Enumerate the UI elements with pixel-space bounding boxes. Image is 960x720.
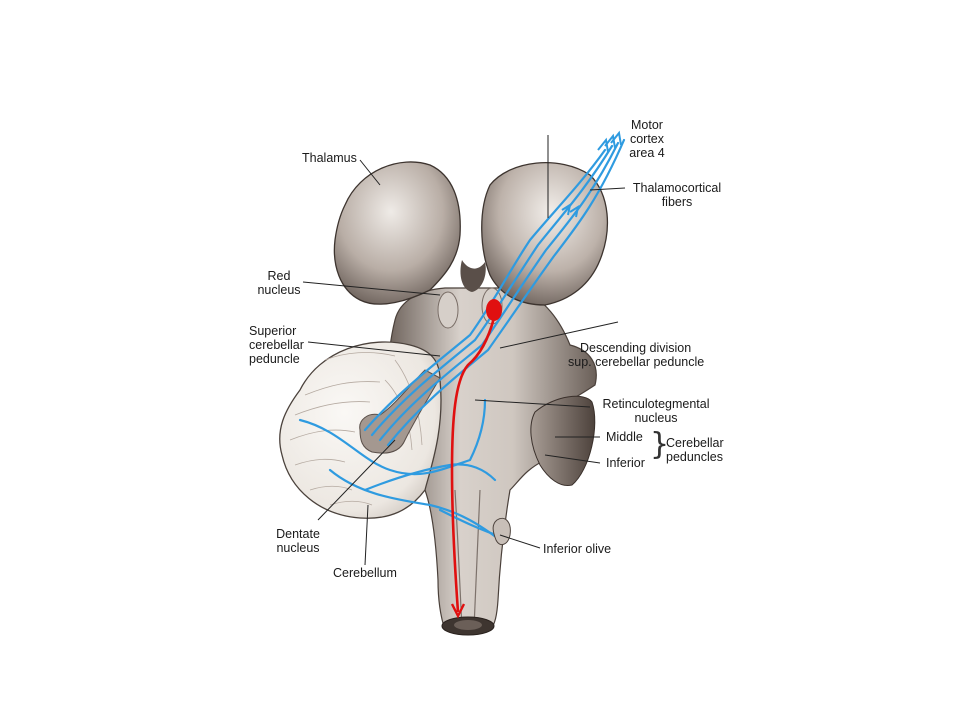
inferior-olive-shape <box>492 517 511 546</box>
cerebellum-label: Cerebellum <box>333 566 397 580</box>
middle-label: Middle <box>606 430 643 444</box>
dentate-nucleus-label: Dentate nucleus <box>276 527 320 555</box>
fiber-arrowheads <box>561 130 622 218</box>
cerebellar-fibers <box>298 138 626 542</box>
thalamus-left <box>333 161 461 305</box>
inferior-label: Inferior <box>606 456 645 470</box>
descending-pathway <box>450 317 496 613</box>
thalamocortical-fibers-label: Thalamocortical fibers <box>632 181 722 209</box>
retinculotegmental-label: Retinculotegmental nucleus <box>602 397 710 425</box>
cerebellar-peduncles-label: Cerebellar peduncles <box>666 436 724 464</box>
descending-division-label: Descending division sup. cerebellar pedu… <box>568 341 705 369</box>
red-nucleus-shape <box>437 291 459 329</box>
superior-cerebellar-peduncle-label: Superior cerebellar peduncle <box>249 324 304 366</box>
thalamus-right <box>481 162 609 306</box>
red-nucleus-label: Red nucleus <box>257 269 301 297</box>
red-nucleus-cell <box>486 299 502 321</box>
motor-cortex-label: Motor cortex area 4 <box>629 118 665 160</box>
cerebellar-peduncles-shape <box>530 395 596 487</box>
thalamus-label: Thalamus <box>302 151 357 165</box>
inferior-olive-label: Inferior olive <box>543 542 612 556</box>
brace-icon: } <box>650 427 670 462</box>
